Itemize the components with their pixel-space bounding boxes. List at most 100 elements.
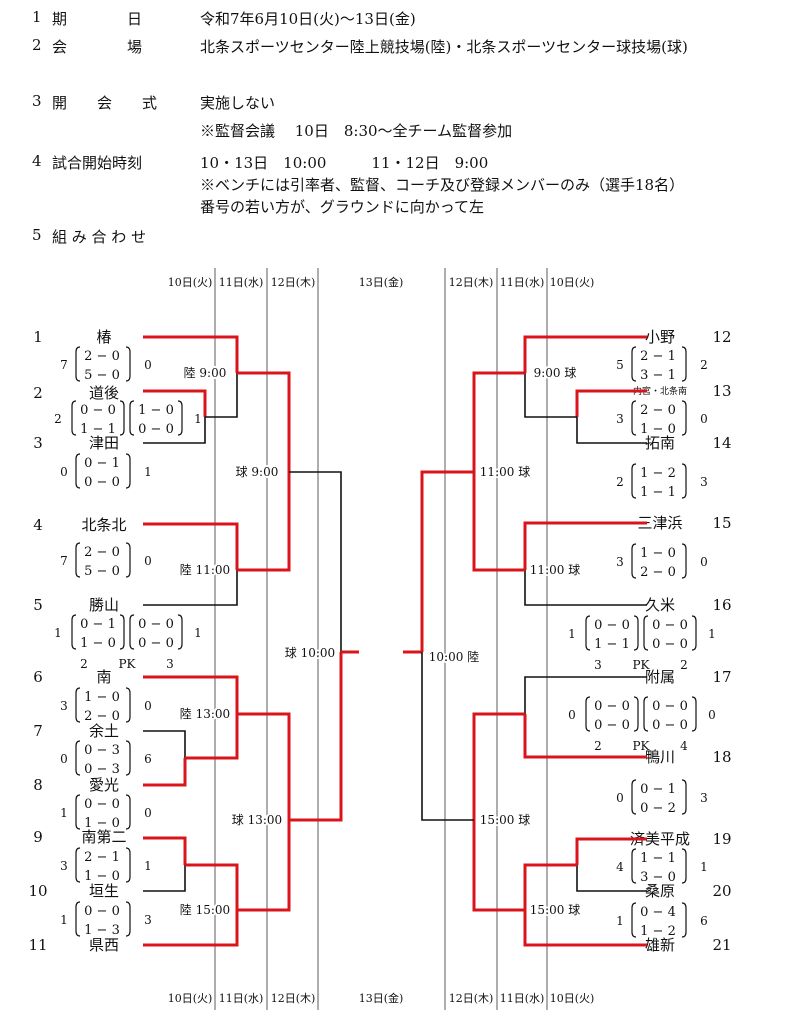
date-label: 10日(火) xyxy=(168,992,213,1005)
match-time: 9:00 球 xyxy=(534,366,577,380)
match-time: 11:00 球 xyxy=(530,563,580,577)
bracket-line xyxy=(576,865,647,892)
header-num: 4 xyxy=(32,152,42,170)
score-line: 0 − 1 xyxy=(84,456,120,471)
score-brace xyxy=(75,346,81,382)
score-total: 1 xyxy=(616,914,624,928)
team-name: 三津浜 xyxy=(637,514,682,532)
score-total: 2 xyxy=(700,358,708,372)
score-line: 1 − 1 xyxy=(80,422,116,437)
score-line: 1 − 0 xyxy=(84,816,120,831)
score-line: 1 − 2 xyxy=(640,924,676,939)
score-line: 0 − 0 xyxy=(594,699,630,714)
bracket-line xyxy=(143,758,187,787)
score-total: 0 xyxy=(144,806,152,820)
score-brace xyxy=(129,614,135,650)
score-total: 0 xyxy=(700,412,708,426)
bracket-line xyxy=(523,335,647,373)
header-label: 会 場 xyxy=(52,38,143,56)
score-line: 0 − 1 xyxy=(80,617,116,632)
bracket-line xyxy=(524,570,647,606)
header-label: 試合開始時刻 xyxy=(52,154,143,172)
bracket-line xyxy=(472,820,525,912)
date-label: 11日(水) xyxy=(219,276,264,289)
score-brace xyxy=(631,400,637,436)
team-name: 小野 xyxy=(645,328,675,346)
score-brace xyxy=(125,847,131,883)
score-total: 0 xyxy=(708,708,716,722)
bracket-line xyxy=(143,910,239,947)
pk-label: PK xyxy=(118,657,136,671)
score-line: 2 − 0 xyxy=(640,565,676,580)
match-time: 球 13:00 xyxy=(232,813,282,827)
score-line: 2 − 0 xyxy=(640,403,676,418)
score-total: 1 xyxy=(60,806,68,820)
bracket-line xyxy=(289,652,343,822)
score-brace xyxy=(75,453,81,489)
header-value: ※ベンチには引率者、監督、コーチ及び登録メンバーのみ（選手18名） xyxy=(200,176,685,194)
score-line: 0 − 3 xyxy=(84,762,120,777)
team-name: 愛光 xyxy=(89,776,119,794)
date-label: 12日(木) xyxy=(449,276,494,289)
score-total: 3 xyxy=(616,555,624,569)
score-total: 1 xyxy=(194,412,202,426)
score-brace xyxy=(585,696,591,732)
bracket-line xyxy=(524,676,647,714)
bracket-line xyxy=(575,389,647,417)
bracket-line xyxy=(143,417,206,444)
team-number: 16 xyxy=(712,596,731,614)
score-total: 0 xyxy=(700,555,708,569)
bracket-line xyxy=(237,712,291,820)
bracket-line xyxy=(143,570,238,606)
score-line: 1 − 1 xyxy=(640,485,676,500)
date-label: 10日(火) xyxy=(168,276,213,289)
score-brace xyxy=(633,615,639,651)
date-label: 11日(水) xyxy=(500,992,545,1005)
pk-score: 3 xyxy=(594,658,602,672)
score-brace xyxy=(75,901,81,937)
team-name: 桑原 xyxy=(645,882,675,900)
match-time: 10:00 陸 xyxy=(429,650,479,664)
score-line: 1 − 0 xyxy=(640,422,676,437)
pk-score: 2 xyxy=(594,739,602,753)
bracket-line xyxy=(143,865,186,892)
team-number: 14 xyxy=(712,434,731,452)
team-name: 済美平成 xyxy=(630,830,690,848)
team-number: 12 xyxy=(712,328,731,346)
score-line: 5 − 0 xyxy=(84,564,120,579)
score-total: 6 xyxy=(144,752,152,766)
score-line: 0 − 0 xyxy=(652,637,688,652)
score-line: 1 − 0 xyxy=(138,403,174,418)
score-brace xyxy=(177,400,183,436)
match-time: 球 9:00 xyxy=(236,465,279,479)
bracket-line xyxy=(143,675,239,714)
score-total: 3 xyxy=(616,412,624,426)
score-brace xyxy=(631,902,637,938)
score-line: 2 − 0 xyxy=(84,545,120,560)
bracket-line xyxy=(205,373,238,418)
date-label: 13日(金) xyxy=(359,991,404,1005)
team-number: 2 xyxy=(33,384,43,402)
team-name: 南第二 xyxy=(81,828,126,846)
pk-label: PK xyxy=(632,739,650,753)
score-total: 1 xyxy=(60,913,68,927)
score-total: 3 xyxy=(60,699,68,713)
bracket-line xyxy=(143,730,186,758)
score-brace xyxy=(691,615,697,651)
score-total: 1 xyxy=(700,860,708,874)
score-line: 0 − 0 xyxy=(594,718,630,733)
score-line: 3 − 0 xyxy=(640,870,676,885)
score-line: 0 − 0 xyxy=(652,699,688,714)
score-brace xyxy=(631,779,637,815)
score-total: 7 xyxy=(60,358,68,372)
date-label: 12日(木) xyxy=(449,992,494,1005)
team-number: 3 xyxy=(33,434,43,452)
header-value: 令和7年6月10日(火)～13日(金) xyxy=(200,10,416,28)
team-number: 19 xyxy=(712,830,731,848)
score-line: 1 − 0 xyxy=(640,546,676,561)
bracket-line xyxy=(143,335,239,373)
bracket-line xyxy=(523,714,647,759)
team-number: 11 xyxy=(28,936,47,954)
score-line: 0 − 0 xyxy=(652,718,688,733)
pk-score: 2 xyxy=(680,658,688,672)
